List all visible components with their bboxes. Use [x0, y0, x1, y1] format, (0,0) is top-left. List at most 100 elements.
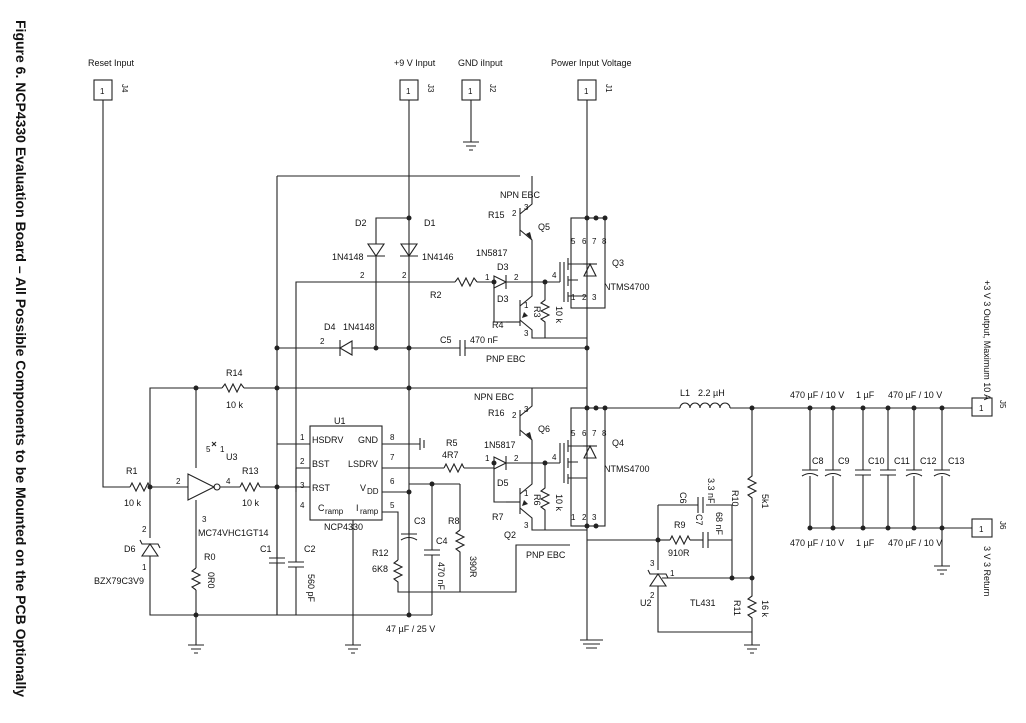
diode-d1-pin: 2 [402, 271, 407, 280]
connector-j5: 1 J5 +3 V 3 Output, Maximum 10 A [971, 280, 1007, 417]
mosfet-q3-pin7: 7 [592, 237, 597, 246]
capacitor-c4-ref: C4 [436, 536, 448, 546]
resistor-r13-value: 10 k [242, 498, 260, 508]
connector-j3-ref: J3 [426, 84, 435, 93]
mosfet-q3-pin6: 6 [582, 237, 587, 246]
resistor-r2-ref: R2 [430, 290, 442, 300]
diode-d3-top: 1N5817 D3 1 2 [476, 248, 519, 289]
connector-j5-pin: 1 [979, 404, 984, 413]
resistor-r6-value: 10 k [554, 494, 564, 512]
ic-u1-n7: 7 [390, 453, 395, 462]
mosfet-q3-pin8: 8 [602, 237, 607, 246]
zener-d6-part: BZX79C3V9 [94, 576, 144, 586]
diode-d4-ref: D4 [324, 322, 336, 332]
ic-u1-pin-gnd: GND [358, 435, 379, 445]
transistor-pnp-top-pin1: 1 [524, 301, 529, 310]
resistor-r2: R2 [430, 276, 478, 300]
diode-d3-top-ref: D3 [497, 262, 509, 272]
resistor-r1-value: 10 k [124, 498, 142, 508]
inverter-u3-pin5: 5 [206, 445, 211, 454]
resistor-r14: R14 10 k [221, 368, 245, 410]
connector-j2-title: GND iInput [458, 58, 503, 68]
mosfet-q4-part: NTMS4700 [604, 464, 650, 474]
resistor-r8: R8 390R [448, 516, 478, 592]
regulator-u2-ref: U2 [640, 598, 652, 608]
transistor-q6-ref: Q6 [538, 424, 550, 434]
resistor-r5-value: 4R7 [442, 450, 459, 460]
mosfet-q4-pin4: 4 [552, 453, 557, 462]
capacitor-c7-ref: C7 [694, 514, 704, 526]
connector-j2: GND iInput 1 J2 [458, 58, 503, 101]
zener-d6-pin1: 1 [142, 563, 147, 572]
resistor-r4: R4 [492, 320, 504, 330]
transistor-q2-pin3: 3 [524, 521, 529, 530]
transistor-q5-type: NPN EBC [500, 190, 541, 200]
transistor-pnp-top-type: PNP EBC [486, 354, 526, 364]
connector-j2-ref: J2 [488, 84, 497, 93]
capacitor-c7-value: 68 nF [714, 512, 724, 536]
inverter-u3-pin3: 3 [202, 515, 207, 524]
capacitor-c11-ref: C11 [894, 456, 910, 466]
ic-u1-pin-bst: BST [312, 459, 330, 469]
connector-j3-pin: 1 [406, 87, 411, 96]
ic-u1-n8: 8 [390, 433, 395, 442]
mosfet-q3-pin4: 4 [552, 271, 557, 280]
resistor-r7-ref: R7 [492, 512, 504, 522]
capacitor-c4-value: 470 nF [436, 562, 446, 591]
mosfet-q4-pin6: 6 [582, 429, 587, 438]
connector-j4: Reset Input 1 J4 [88, 58, 135, 101]
diode-d5-ref: D5 [497, 478, 509, 488]
resistor-r5-ref: R5 [446, 438, 458, 448]
capacitor-c5-value: 470 nF [470, 335, 499, 345]
ic-u1-n4: 4 [300, 501, 305, 510]
capacitor-c8: 470 µF / 10 V C8 [790, 390, 844, 528]
ic-u1: U1 NCP4330 HSDRV GND BST LSDRV RST V DD … [300, 416, 395, 532]
mosfet-q3-pin5: 5 [571, 237, 576, 246]
inverter-u3-pin1: 1 [220, 445, 225, 454]
transistor-q2: Q2 PNP EBC 1 3 [504, 463, 587, 560]
diode-d3-bottom: D3 [497, 294, 509, 304]
diode-mid-pin2: 2 [514, 454, 519, 463]
regulator-u2-part: TL431 [690, 598, 716, 608]
resistor-r12: R12 6K8 [372, 548, 460, 593]
connector-j3-title: +9 V Input [394, 58, 436, 68]
capacitor-c10-value: 1 µF [856, 390, 875, 400]
mosfet-q3-pin1: 1 [571, 293, 576, 302]
mosfet-q4-pin3: 3 [592, 513, 597, 522]
ic-u1-pin-rst: RST [312, 483, 331, 493]
capacitor-c2-ref: C2 [304, 544, 316, 554]
ic-u1-ref: U1 [334, 416, 346, 426]
ic-u1-pin-lsdrv: LSDRV [348, 459, 378, 469]
diode-d2-pin: 2 [360, 271, 365, 280]
ic-u1-pin-iramp: I [356, 503, 359, 513]
ic-u1-n6: 6 [390, 477, 395, 486]
mosfet-q4-pin8: 8 [602, 429, 607, 438]
regulator-u2: U2 TL431 3 1 2 [640, 559, 752, 608]
mosfet-q3-ref: Q3 [612, 258, 624, 268]
resistor-r10: R10 5k1 [730, 408, 770, 578]
capacitor-c12-ref: C12 [920, 456, 937, 466]
capacitor-c8-value: 470 µF / 10 V [790, 390, 844, 400]
resistor-r3: R3 10 k [532, 282, 564, 338]
inductor-l1-value: 2.2 µH [698, 388, 725, 398]
mosfet-q4-pin7: 7 [592, 429, 597, 438]
capacitor-c3-value: 47 µF / 25 V [386, 624, 435, 634]
transistor-q2-ref: Q2 [504, 530, 516, 540]
resistor-r3-ref: R3 [532, 306, 542, 318]
mosfet-q4-pin2: 2 [582, 513, 587, 522]
ic-u1-n3: 3 [300, 481, 305, 490]
connector-j1-title: Power Input Voltage [551, 58, 632, 68]
diode-mid-pin1: 1 [485, 454, 490, 463]
capacitor-c1: C1 [260, 487, 285, 615]
zener-d6-pin2: 2 [142, 525, 147, 534]
connector-j4-pin: 1 [100, 87, 105, 96]
capacitor-c12: 470 µF / 10 V C12 [888, 390, 942, 528]
mosfet-q3-pin3: 3 [592, 293, 597, 302]
diode-d3-top-pin2: 2 [514, 273, 519, 282]
capacitor-c12-value: 470 µF / 10 V [888, 390, 942, 400]
connector-j1-ref: J1 [604, 84, 613, 93]
ic-u1-part: NCP4330 [324, 522, 363, 532]
resistor-r0: R0 0R0 [190, 552, 216, 591]
capacitor-c3-ref: C3 [414, 516, 426, 526]
